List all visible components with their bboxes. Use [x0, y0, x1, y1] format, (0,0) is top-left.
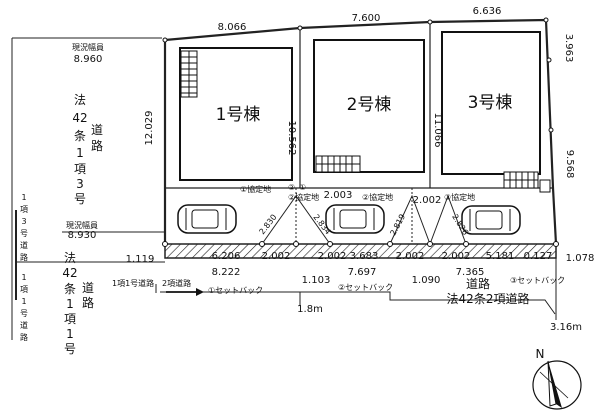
dimension-text: 法 [64, 251, 76, 265]
dim-top-3: 6.636 [473, 6, 502, 17]
dimension-text: 道 [20, 320, 28, 330]
building-1-label: 1号棟 [216, 105, 261, 125]
agreement-2-label: ②協定地 [288, 192, 319, 202]
road-type-1-label: 1項1号道路 [112, 278, 154, 288]
dimension-text: 1 [21, 297, 26, 306]
dim-seg-c: 2.002 [396, 251, 425, 262]
setback-1-label: ①セットバック [208, 286, 263, 295]
dim-left-depth: 12.029 [144, 111, 155, 146]
side-label-bottom: 1 項 1 号 道 路 [20, 273, 28, 342]
dimension-text: 1 [21, 273, 26, 282]
stair-icon [180, 50, 198, 98]
car-icon [177, 204, 237, 234]
left-road-lines [11, 37, 165, 340]
dimension-text: 1 [76, 146, 84, 160]
dim-small-2: 1.090 [412, 275, 441, 286]
dim-diag-3: 2.819 [388, 213, 407, 237]
dim-right-total: 7.365 [456, 267, 485, 278]
agreement-2b-label: ②協定地 [362, 192, 393, 202]
car-icon [325, 204, 385, 234]
stair-icon [315, 155, 361, 173]
agreement-3-label: ③協定地 [444, 192, 475, 202]
dimension-text: 路 [20, 332, 28, 342]
dim-road-width-1: 1.8m [297, 304, 323, 315]
north-label: N [536, 347, 545, 361]
dimension-text: 道 [20, 240, 28, 250]
building-1: 1号棟 [179, 47, 293, 181]
building-2-label: 2号棟 [347, 95, 392, 115]
dimension-text: 42 [72, 111, 87, 125]
dim-top-2: 7.600 [352, 13, 381, 24]
dim-seg-top-2: 2.002 [413, 195, 442, 206]
dim-frontage-1-total: 8.222 [212, 267, 241, 278]
current-width-label-lower: 現況幅員 [66, 220, 98, 230]
dim-seg-top-1: 2.003 [324, 190, 353, 201]
stair-icon [503, 171, 539, 189]
agreement-lines [162, 17, 559, 247]
dim-mid-total: 7.697 [348, 267, 377, 278]
dim-seg-d: 2.002 [442, 251, 471, 262]
dimension-text: 路 [82, 295, 94, 310]
dim-right-lower: 9.568 [564, 150, 575, 179]
dimension-text: 条 [74, 129, 86, 143]
dimension-text: 路 [20, 252, 28, 262]
building-2: 2号棟 [313, 39, 425, 173]
setback-strip [164, 243, 557, 259]
agreement-2-circ: ② [288, 183, 295, 192]
site-outline [163, 18, 558, 245]
agreement-1-circ: ① [299, 183, 306, 192]
dim-lot2-depth: 11.066 [432, 113, 443, 148]
dimension-text: 号 [64, 342, 76, 356]
dim-left-end: 1.119 [126, 254, 155, 265]
road-name-lower: 法 42 条 1 項 1 号 道 路 [62, 251, 94, 356]
agreement-1-label: ①協定地 [240, 184, 271, 194]
dim-right-end: 1.078 [566, 253, 595, 264]
setback-3-label: ③セットバック [510, 276, 565, 285]
building-3-label: 3号棟 [468, 93, 513, 113]
dim-small-1: 1.103 [302, 275, 331, 286]
dimension-text: 号 [74, 192, 86, 206]
dimension-text: 号 [20, 229, 28, 238]
dimension-text: 路 [91, 138, 103, 153]
dimension-text: 3 [21, 217, 26, 226]
dim-frontage-1: 6.206 [212, 251, 241, 262]
north-arrow-icon [532, 360, 582, 410]
current-width-value-lower: 8.930 [68, 230, 97, 241]
front-road-label: 道路 [466, 276, 490, 291]
current-width-label: 現況幅員 [72, 42, 104, 52]
dim-seg-b: 2.002 [318, 251, 347, 262]
dim-lot1-depth: 10.562 [286, 121, 297, 156]
dimension-text: 42 [62, 266, 77, 280]
dimension-text: 1 [66, 327, 74, 341]
dimension-text: 法 [74, 93, 86, 107]
road-type-2-label: 2項道路 [162, 278, 191, 288]
dim-mid-1: 3.683 [350, 251, 379, 262]
dimension-text: 号 [20, 309, 28, 318]
dim-top-1: 8.066 [218, 22, 247, 33]
dimension-text: 道 [82, 281, 94, 295]
dimension-text: 1 [21, 193, 26, 202]
dim-right-1: 5.181 [486, 251, 515, 262]
dim-seg-a: 2.002 [262, 251, 291, 262]
dim-road-width-2: 3.16m [550, 322, 582, 333]
current-width-value: 8.960 [74, 54, 103, 65]
dimension-text: 項 [64, 312, 76, 326]
dimension-text: 項 [20, 205, 28, 214]
dimension-text: 項 [20, 285, 28, 294]
dimension-text: 3 [76, 177, 84, 191]
dimension-text: 条 [64, 282, 76, 296]
side-label-top: 1 項 3 号 道 路 [20, 193, 28, 262]
dimension-text: 道 [91, 123, 103, 137]
dimension-text: 1 [66, 297, 74, 311]
dimension-text: 項 [74, 162, 86, 176]
building-3: 3号棟 [441, 31, 551, 193]
arrow-icon [166, 288, 204, 296]
car-icon [461, 205, 521, 235]
front-road-type-label: 法42条2項道路 [447, 291, 530, 306]
dim-small-3: 0.127 [524, 251, 553, 262]
dim-right-upper: 3.963 [563, 34, 574, 63]
road-name-upper: 法 42 条 1 項 3 号 道 路 [72, 93, 103, 206]
setback-2-label: ②セットバック [338, 283, 393, 292]
